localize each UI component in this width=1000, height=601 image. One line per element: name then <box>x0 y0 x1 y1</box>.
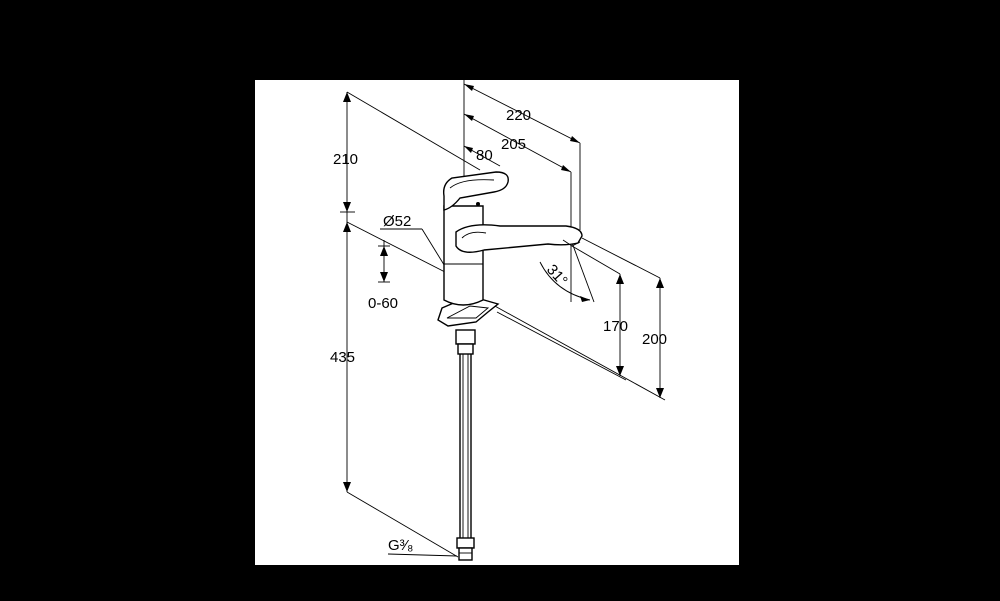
dimension-220-label: 220 <box>506 107 531 124</box>
dimension-200-label: 200 <box>642 331 667 348</box>
dimension-210-label: 210 <box>333 151 358 168</box>
thread-g38-label: G³⁄₈ <box>388 537 413 554</box>
dimension-205-label: 205 <box>501 136 526 153</box>
dimension-labels: 220 205 80 210 Ø52 0-60 435 31° 170 200 … <box>330 107 667 554</box>
dimension-80-label: 80 <box>476 147 493 164</box>
diameter-52-label: Ø52 <box>383 213 411 230</box>
dimension-435-label: 435 <box>330 349 355 366</box>
spout-angle-indicator <box>539 239 595 303</box>
left-dimension-lines <box>340 91 481 558</box>
angle-31-label: 31° <box>543 261 571 289</box>
countertop-range-dimension <box>378 240 390 283</box>
diameter-leader <box>380 228 447 269</box>
top-dimension-lines <box>463 80 581 232</box>
faucet-technical-drawing: 220 205 80 210 Ø52 0-60 435 31° 170 200 … <box>330 80 667 561</box>
dimension-170-label: 170 <box>603 318 628 335</box>
drawing-sheet: 220 205 80 210 Ø52 0-60 435 31° 170 200 … <box>255 80 739 565</box>
thread-leader <box>387 553 458 557</box>
faucet-body <box>437 171 583 561</box>
dimension-0-60-label: 0-60 <box>368 295 398 312</box>
right-dimension-lines <box>492 237 666 401</box>
